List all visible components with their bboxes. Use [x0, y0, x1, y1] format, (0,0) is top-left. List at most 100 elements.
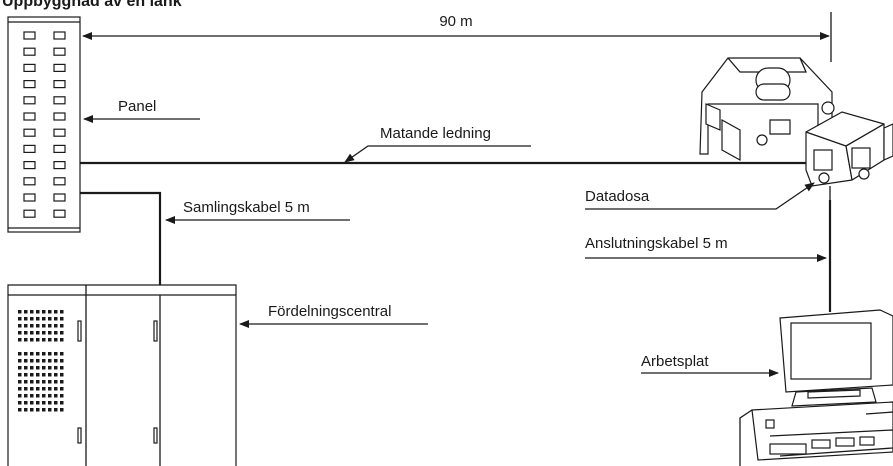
- connection-cable-label: Anslutningskabel 5 m: [585, 235, 728, 252]
- cabinet-vent: [60, 401, 64, 405]
- diagram-title: Uppbyggnad av en länk: [2, 0, 182, 10]
- cabinet-vent: [54, 317, 58, 321]
- collection-cable: [80, 191, 162, 285]
- collection-cable-label: Samlingskabel 5 m: [183, 199, 310, 216]
- feeding-cable-label: Matande ledning: [380, 125, 491, 142]
- cabinet-vent: [60, 380, 64, 384]
- panel-port: [53, 79, 66, 89]
- cabinet-vent: [24, 331, 28, 335]
- panel-port: [53, 128, 66, 137]
- cabinet-vent: [42, 310, 46, 314]
- cabinet-vent: [36, 310, 40, 314]
- panel-port: [23, 47, 36, 56]
- cabinet-vent: [54, 359, 58, 363]
- cabinet-vent: [54, 380, 58, 384]
- patch-panel: [7, 16, 81, 233]
- cabinet-vent: [60, 352, 64, 356]
- cabinet-vent: [42, 401, 46, 405]
- cabinet-vent: [30, 324, 34, 328]
- cabinet-vent: [48, 401, 52, 405]
- cabinet-vent: [60, 310, 64, 314]
- cabinet-vent: [18, 352, 22, 356]
- cabinet-vent: [54, 373, 58, 377]
- cabinet-vent: [36, 394, 40, 398]
- cabinet-vent: [18, 394, 22, 398]
- cabinet-vent: [24, 394, 28, 398]
- cabinet-vent: [48, 324, 52, 328]
- cabinet-vent: [36, 331, 40, 335]
- cabinet-vent: [60, 324, 64, 328]
- panel-port: [53, 63, 66, 73]
- panel-port: [53, 209, 66, 218]
- cabinet-vent: [42, 408, 46, 412]
- cabinet-vent: [18, 310, 22, 314]
- data-outlet-label: Datadosa: [585, 188, 650, 205]
- cabinet-vent: [42, 331, 46, 335]
- panel-port: [53, 177, 66, 186]
- cabinet-vent: [18, 380, 22, 384]
- distance-label: 90 m: [439, 13, 472, 30]
- cabinet-vent: [30, 331, 34, 335]
- cabinet-vent: [18, 387, 22, 391]
- panel-port: [23, 209, 36, 218]
- cabinet-vent: [48, 394, 52, 398]
- cabinet-vent: [48, 408, 52, 412]
- panel-label: Panel: [118, 98, 156, 115]
- cabinet-vent: [42, 359, 46, 363]
- cabinet-vent: [18, 408, 22, 412]
- cabinet-vent: [36, 408, 40, 412]
- panel-port: [23, 63, 36, 73]
- panel-port: [53, 193, 66, 202]
- cabinet-vent: [48, 359, 52, 363]
- cabinet-vent: [48, 373, 52, 377]
- cabinet-vent: [24, 380, 28, 384]
- cabinet-vent: [36, 359, 40, 363]
- cabinet-vent: [36, 324, 40, 328]
- panel-ports: [23, 31, 66, 218]
- cabinet-vent: [30, 394, 34, 398]
- cabinet-vent: [18, 401, 22, 405]
- cabinet-vent: [24, 387, 28, 391]
- cabinet-vent: [42, 324, 46, 328]
- cabinet-vent: [18, 317, 22, 321]
- cabinet-vent: [48, 366, 52, 370]
- panel-port: [53, 161, 66, 170]
- cabinet-vent: [54, 401, 58, 405]
- cabinet-vent: [24, 324, 28, 328]
- panel-port: [23, 177, 36, 186]
- cabinet-vent: [36, 366, 40, 370]
- cabinet-vent: [54, 366, 58, 370]
- cabinet-vent: [48, 331, 52, 335]
- workstation-label: Arbetsplat: [641, 353, 709, 370]
- distribution-cabinet-label: Fördelningscentral: [268, 303, 391, 320]
- cabinet-vent: [24, 352, 28, 356]
- feeding-cable-arrow: [344, 145, 531, 163]
- panel-port: [23, 79, 36, 89]
- cabinet-vent: [54, 387, 58, 391]
- cabinet-vent: [18, 373, 22, 377]
- cabinet-vent: [48, 317, 52, 321]
- panel-port: [53, 31, 66, 40]
- cabinet-vent: [24, 359, 28, 363]
- panel-port: [53, 144, 66, 153]
- cabinet-vent: [24, 401, 28, 405]
- cabinet-vent: [48, 352, 52, 356]
- cabinet-vent: [36, 387, 40, 391]
- cabinet-vent: [30, 401, 34, 405]
- cabinet-vent: [36, 380, 40, 384]
- cabinet-vent: [24, 366, 28, 370]
- cabinet-vent: [18, 338, 22, 342]
- cabinet-vent: [18, 359, 22, 363]
- cabinet-vent: [42, 373, 46, 377]
- cabinet-vent: [24, 317, 28, 321]
- cabinet-vent: [60, 359, 64, 363]
- cabinet-vent: [30, 352, 34, 356]
- cabinet-vent: [54, 310, 58, 314]
- cabinet-vent: [30, 408, 34, 412]
- cabinet-vent: [24, 373, 28, 377]
- data-outlet: [699, 57, 893, 200]
- cabinet-vent: [42, 366, 46, 370]
- data-outlet-arrow: [585, 182, 815, 210]
- cabinet-vent: [60, 387, 64, 391]
- cabinet-vent: [30, 338, 34, 342]
